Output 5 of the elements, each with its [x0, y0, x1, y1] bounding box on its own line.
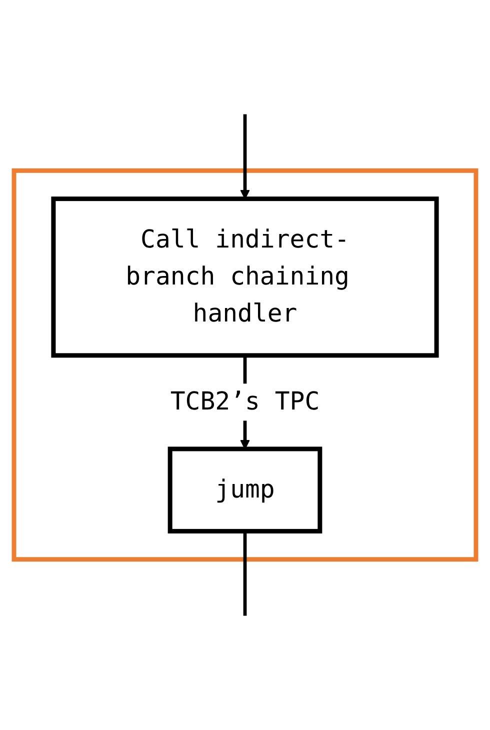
node-box: Call indirect-branch chaining handler: [51, 196, 439, 358]
connector: [243, 531, 247, 616]
node-box: jump: [168, 446, 322, 534]
edge-label: TCB2’s TPC: [170, 388, 320, 416]
cluster: [12, 168, 478, 562]
